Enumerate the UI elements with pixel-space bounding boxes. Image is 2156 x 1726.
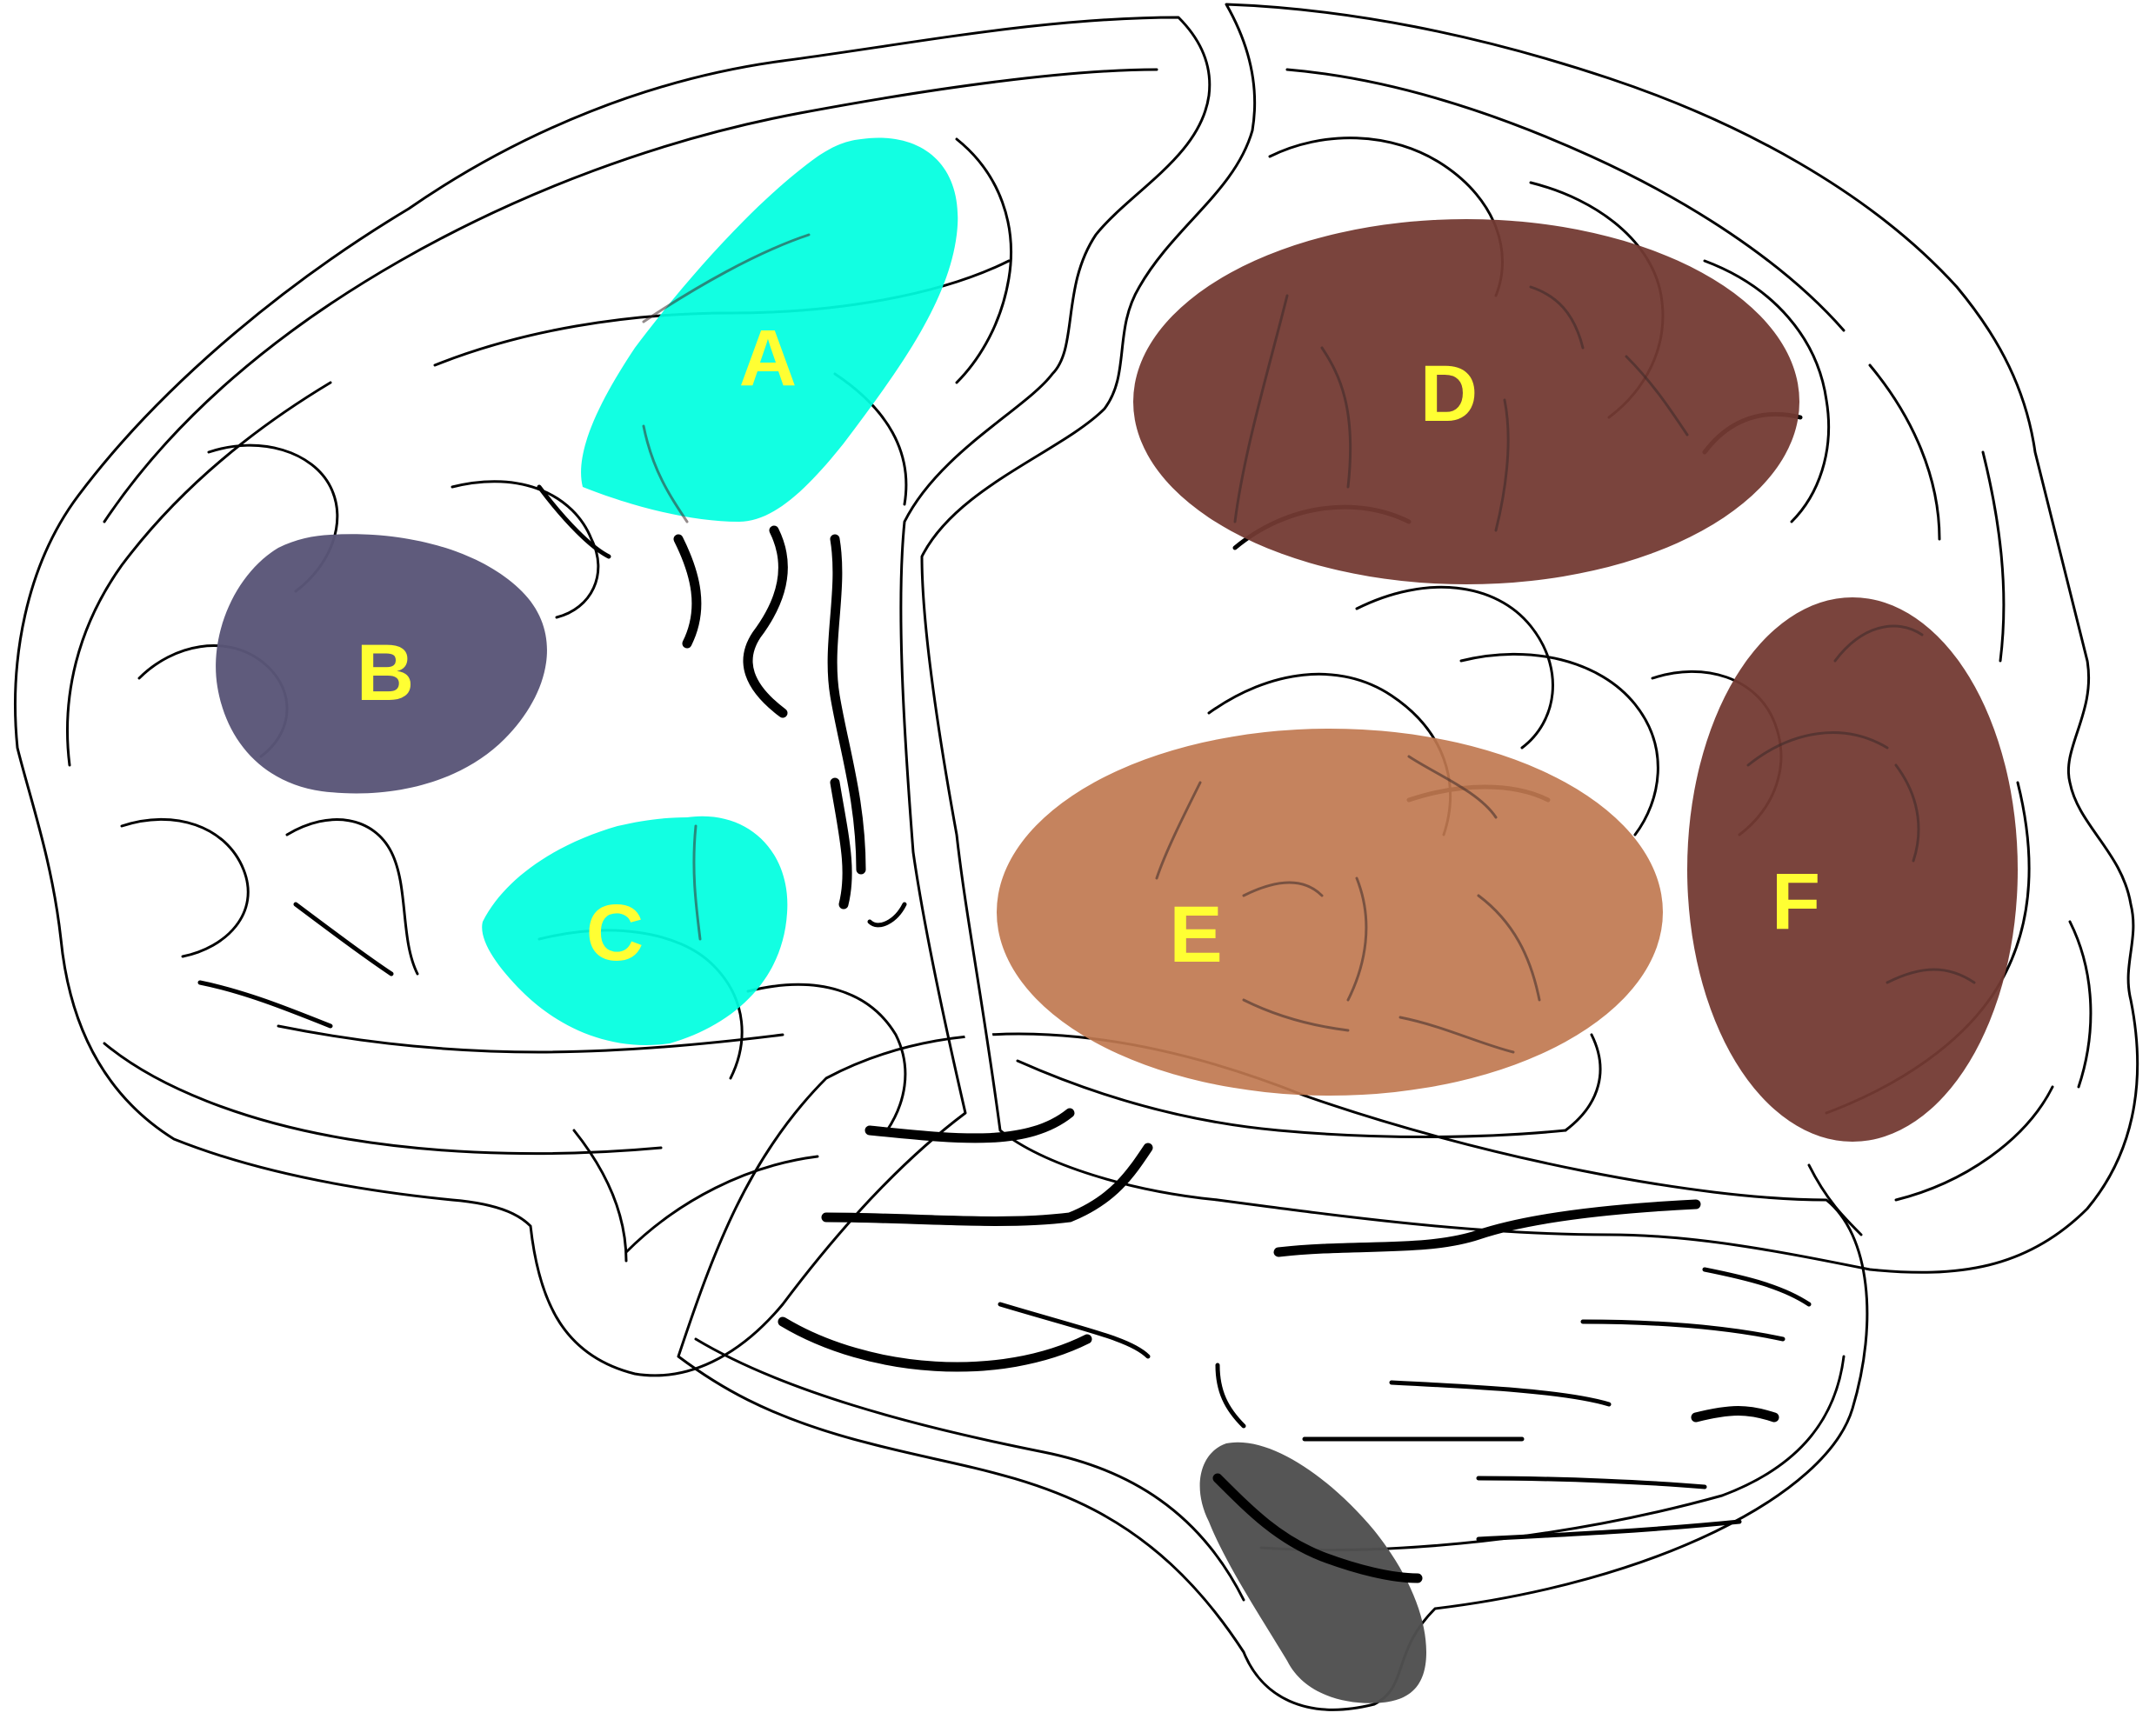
central-sulcus-gap xyxy=(918,4,1250,1078)
region-e-shape xyxy=(997,729,1663,1096)
region-b: B xyxy=(216,534,547,794)
region-d: D xyxy=(1133,219,1799,584)
region-a: A xyxy=(581,137,958,523)
region-label-e: E xyxy=(1169,890,1222,979)
region-c: C xyxy=(482,816,788,1045)
region-label-a: A xyxy=(739,314,797,403)
region-d-shape xyxy=(1133,219,1799,584)
region-c-shape xyxy=(482,816,788,1045)
frontal-lobe xyxy=(14,16,1211,1377)
region-label-b: B xyxy=(357,629,414,717)
region-label-f: F xyxy=(1772,857,1820,946)
region-b-shape xyxy=(216,534,547,794)
region-f-shape xyxy=(1687,597,2018,1142)
brainstem-region xyxy=(1199,1442,1426,1703)
region-e: E xyxy=(997,729,1663,1096)
region-f: F xyxy=(1687,597,2018,1142)
region-label-d: D xyxy=(1420,350,1478,438)
brainstem-region-shape xyxy=(1199,1442,1426,1703)
posterior-cortex xyxy=(920,3,2139,1274)
region-label-c: C xyxy=(586,889,644,977)
region-a-shape xyxy=(581,137,958,522)
